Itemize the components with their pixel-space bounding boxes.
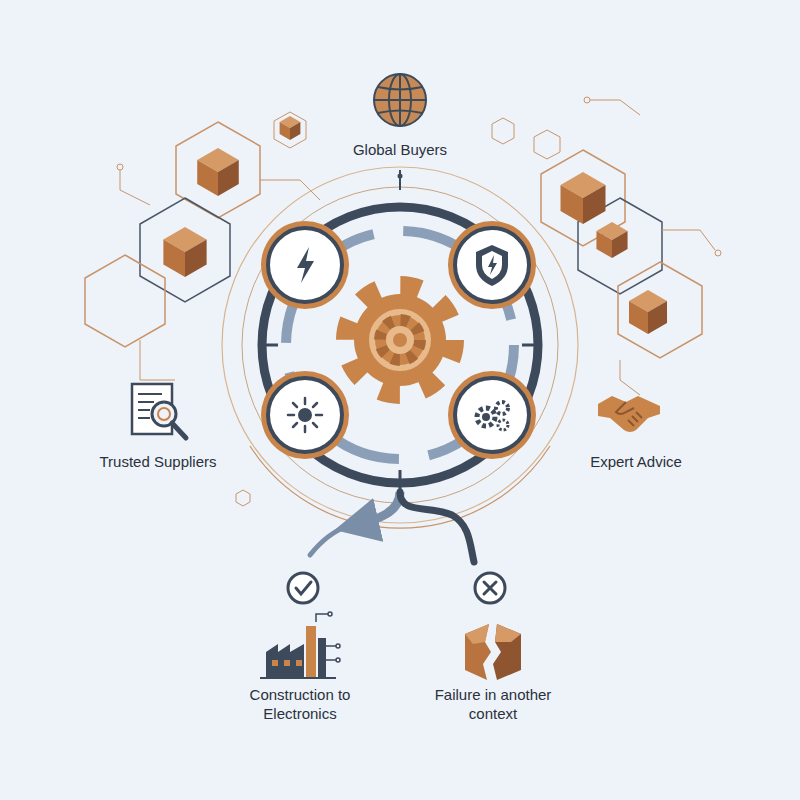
icon-label: Global Buyers — [300, 141, 500, 160]
icon-label: Trusted Suppliers — [63, 453, 253, 472]
icon-label: Failure in another context — [418, 686, 568, 724]
icon-label: Construction to Electronics — [220, 686, 380, 724]
icon-label: Expert Advice — [551, 453, 721, 472]
